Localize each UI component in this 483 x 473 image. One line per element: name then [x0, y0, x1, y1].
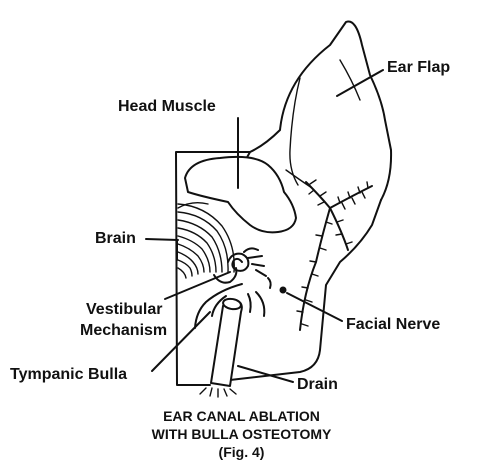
leader-vestibular	[165, 272, 230, 299]
brain-striations	[178, 203, 234, 278]
leader-ear-flap	[337, 70, 383, 96]
label-mechanism: Mechanism	[80, 322, 167, 340]
label-vestibular: Vestibular	[86, 301, 162, 319]
facial-nerve-fiber	[268, 278, 271, 288]
label-drain: Drain	[297, 376, 338, 394]
label-head-muscle: Head Muscle	[118, 98, 216, 116]
caption-line-2: WITH BULLA OSTEOTOMY	[0, 426, 483, 442]
drain-tube	[200, 298, 242, 397]
label-ear-flap: Ear Flap	[387, 59, 450, 77]
label-brain: Brain	[95, 230, 136, 248]
leader-facial-nerve	[287, 293, 342, 321]
label-facial-nerve: Facial Nerve	[346, 316, 440, 334]
caption-line-3: (Fig. 4)	[0, 444, 483, 460]
head-muscle-shape	[185, 157, 296, 232]
vessel-branches	[297, 180, 372, 330]
caption-line-1: EAR CANAL ABLATION	[0, 408, 483, 424]
facial-nerve-point	[280, 287, 287, 294]
leader-brain	[146, 239, 178, 240]
leader-tympanic-bulla	[152, 312, 210, 371]
ear-flap-inner-fold	[290, 60, 360, 185]
label-tympanic-bulla: Tympanic Bulla	[10, 366, 127, 384]
